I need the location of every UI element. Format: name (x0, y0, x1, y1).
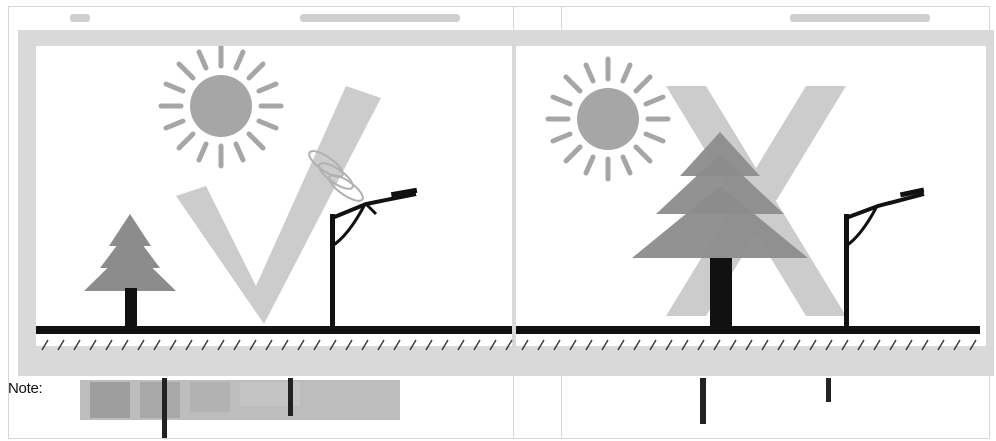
ground-hatch-mark (234, 340, 240, 350)
ground-hatch-mark (698, 340, 704, 350)
note-label: Note: (8, 380, 42, 397)
ground-hatch-mark (42, 340, 48, 350)
ground-hatch-mark (778, 340, 784, 350)
building-fragment-icon (80, 380, 400, 420)
ground-hatch-mark (362, 340, 368, 350)
ground-hatch-mark (346, 340, 352, 350)
ground-hatch-mark (122, 340, 128, 350)
ground-hatch-mark (426, 340, 432, 350)
ground-hatch-mark (170, 340, 176, 350)
ground-hatch-mark (890, 340, 896, 350)
ground-hatch-mark (522, 340, 528, 350)
ground-hatch-mark (538, 340, 544, 350)
placement-diagram (18, 30, 994, 376)
ground-hatch-mark (298, 340, 304, 350)
ground-hatch-mark (202, 340, 208, 350)
ground-hatch-mark (186, 340, 192, 350)
ground-hatch-mark (282, 340, 288, 350)
ground-hatch-mark (730, 340, 736, 350)
ground-hatch-mark (90, 340, 96, 350)
ground-hatch-mark (922, 340, 928, 350)
ground-hatch-mark (218, 340, 224, 350)
ground-hatch-mark (106, 340, 112, 350)
ground-hatch-mark (954, 340, 960, 350)
ground-hatch-mark (682, 340, 688, 350)
ground-hatch-mark (746, 340, 752, 350)
ground-hatch-mark (906, 340, 912, 350)
ground-hatch-mark (650, 340, 656, 350)
ground-hatch-mark (874, 340, 880, 350)
ground-hatch-mark (570, 340, 576, 350)
ground-hatch-mark (586, 340, 592, 350)
ground-hatch-mark (858, 340, 864, 350)
ground-hatch-mark (938, 340, 944, 350)
ground-hatch-mark (442, 340, 448, 350)
ground-hatch-mark (970, 340, 976, 350)
ground-hatch-mark (794, 340, 800, 350)
ground-hatch-mark (490, 340, 496, 350)
ground-hatch-mark (250, 340, 256, 350)
ground-hatch-mark (266, 340, 272, 350)
ground-hatch-mark (506, 340, 512, 350)
ground-hatch-mark (762, 340, 768, 350)
ground-hatch-mark (138, 340, 144, 350)
ground-hatch-mark (618, 340, 624, 350)
ground-hatch-mark (602, 340, 608, 350)
ground-hatch-mark (74, 340, 80, 350)
ground-hatch-mark (410, 340, 416, 350)
ground (18, 30, 994, 376)
ground-hatch-mark (826, 340, 832, 350)
ground-hatch-mark (394, 340, 400, 350)
ground-hatch-mark (378, 340, 384, 350)
ground-hatch-mark (330, 340, 336, 350)
ground-hatch-mark (314, 340, 320, 350)
ground-hatch-mark (714, 340, 720, 350)
ground-hatch-mark (842, 340, 848, 350)
ground-hatch-mark (58, 340, 64, 350)
ground-hatch-mark (666, 340, 672, 350)
ground-hatch-mark (154, 340, 160, 350)
ground-hatch-mark (554, 340, 560, 350)
ground-hatch-mark (458, 340, 464, 350)
ground-hatch-mark (810, 340, 816, 350)
ground-hatch-mark (634, 340, 640, 350)
ground-hatch-mark (474, 340, 480, 350)
